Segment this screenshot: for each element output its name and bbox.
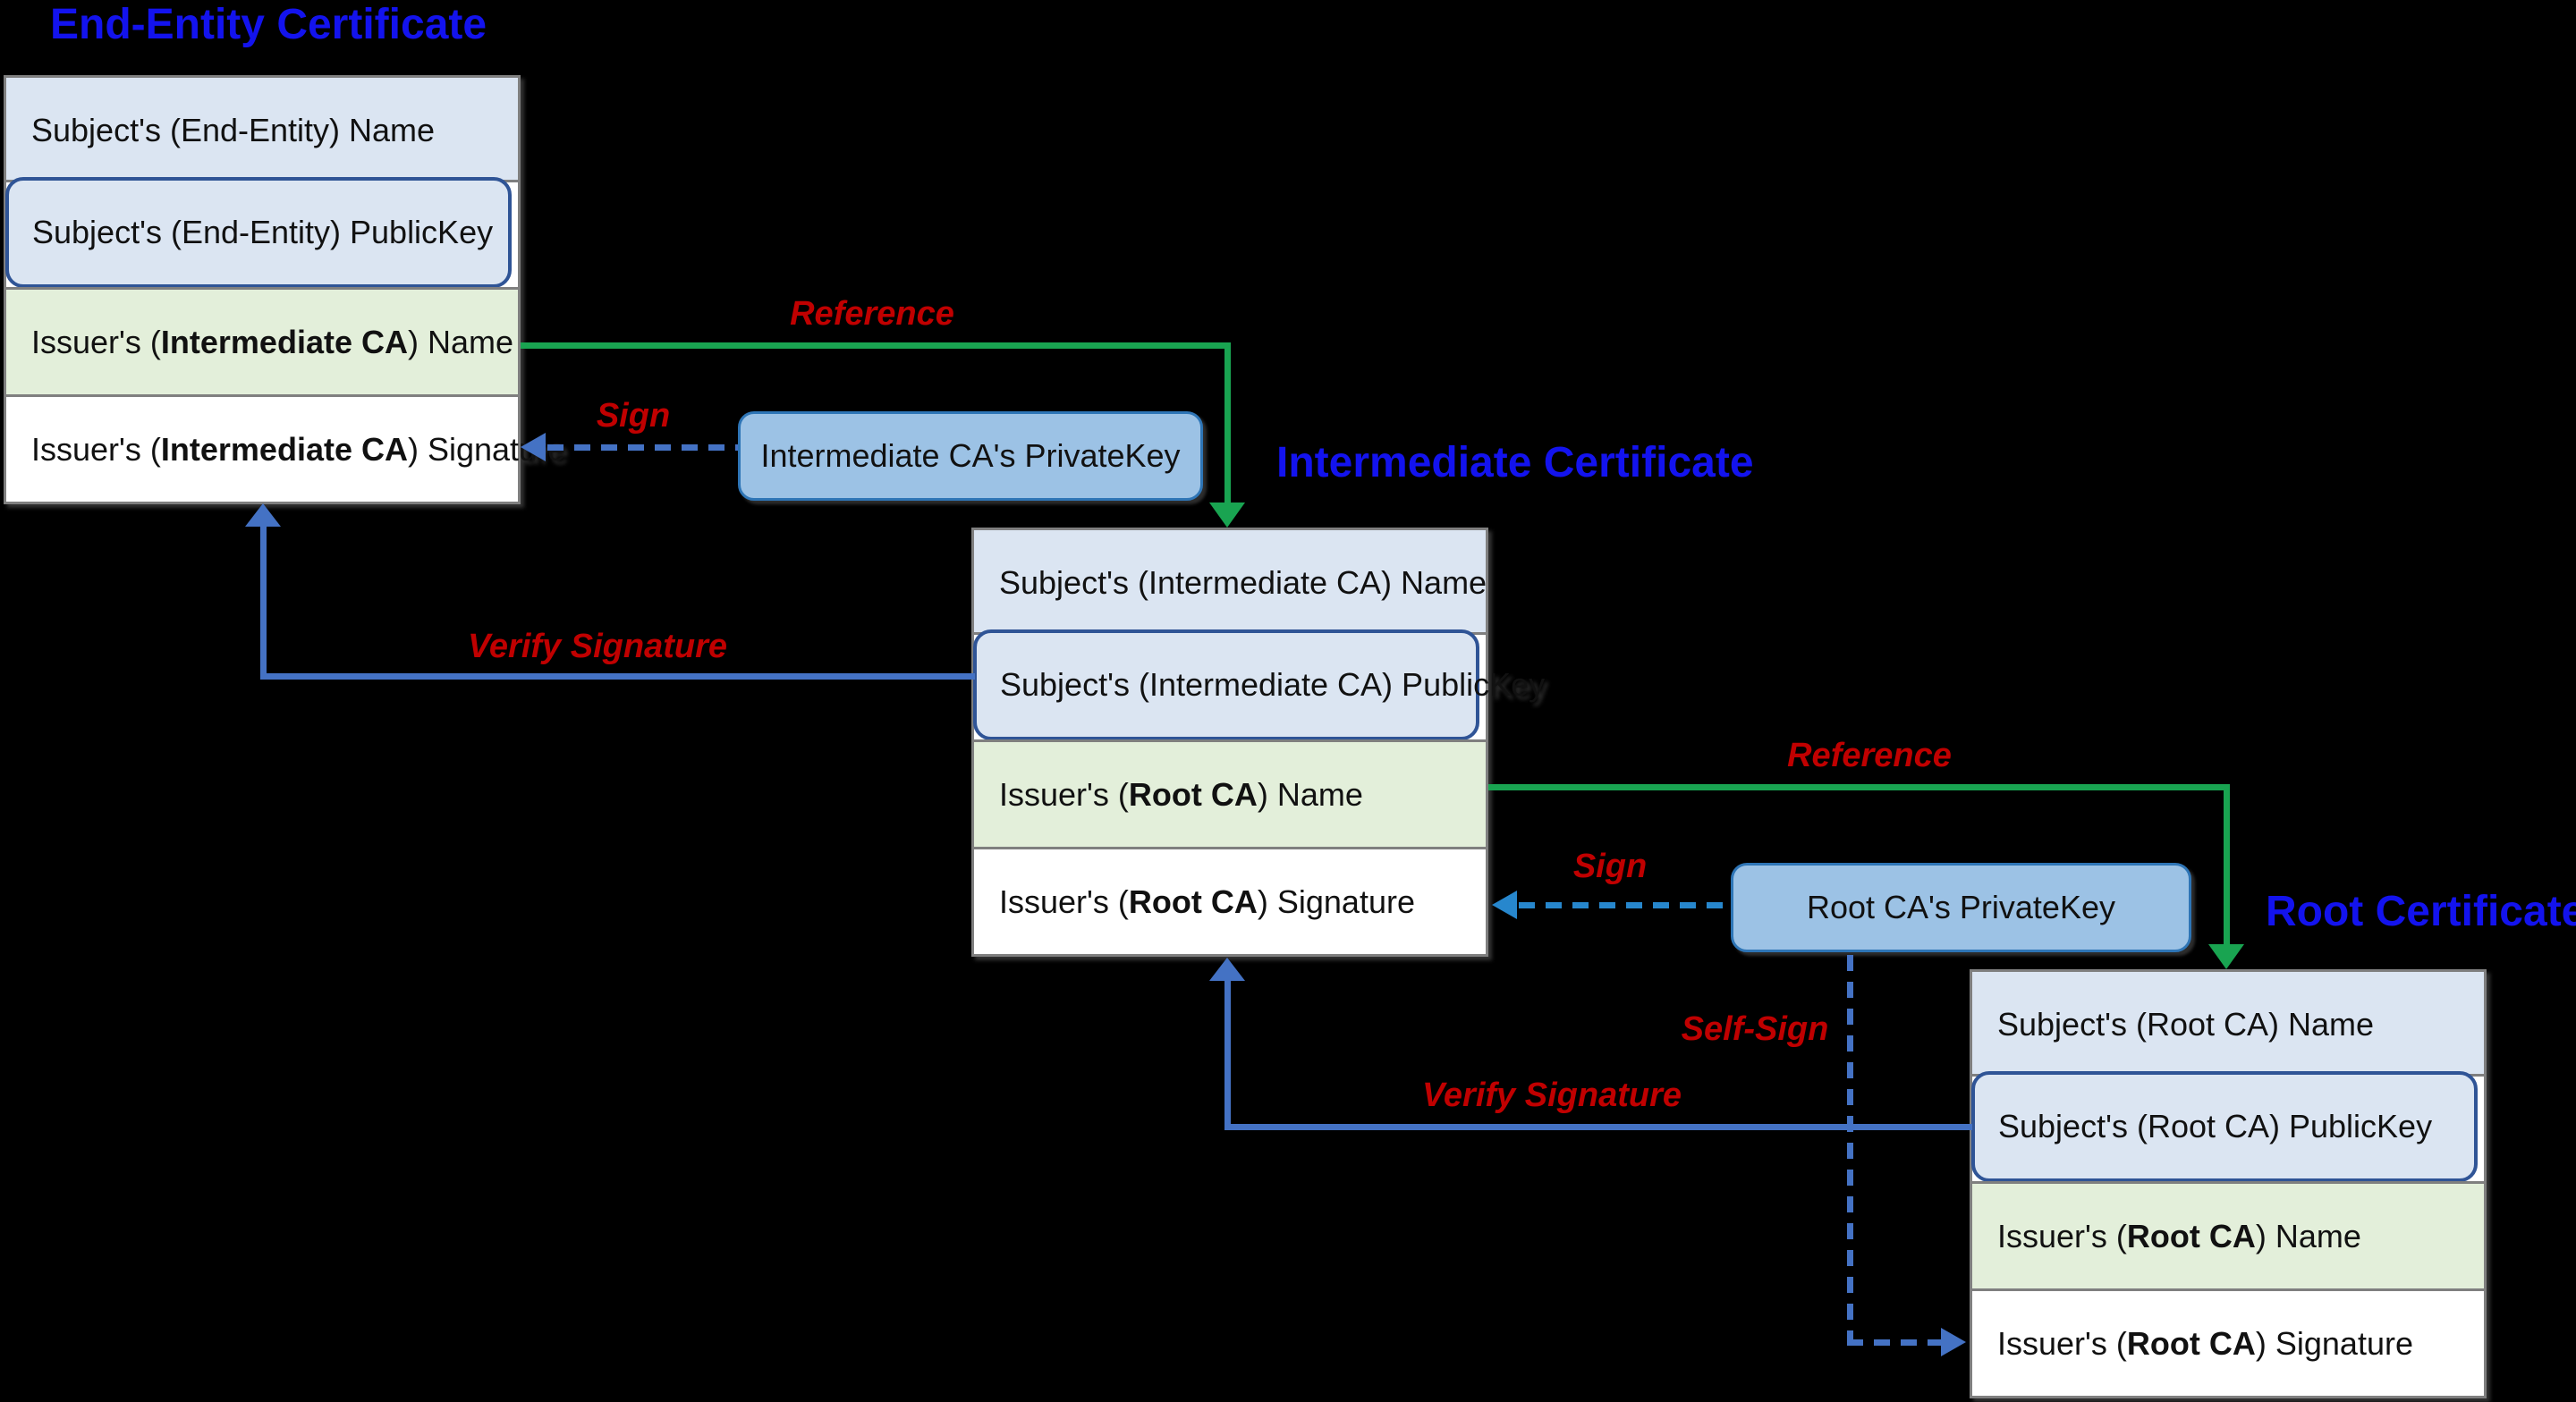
- int-subject-name-row: Subject's (Intermediate CA) Name: [971, 528, 1488, 638]
- intermediate-ca-privatekey-text: Intermediate CA's PrivateKey: [760, 437, 1181, 474]
- root-subject-name-text: Subject's (Root CA) Name: [1997, 1005, 2375, 1043]
- sign1-dashed-arrow: [547, 444, 738, 451]
- intermediate-certificate-box: Subject's (Intermediate CA) Name Subject…: [971, 528, 1545, 959]
- root-issuer-name-post: ) Name: [2255, 1217, 2361, 1254]
- ee-issuer-signature-pre: Issuer's (: [31, 430, 161, 468]
- verify2-label: Verify Signature: [1421, 1077, 1682, 1114]
- reference1-label: Reference: [790, 295, 954, 333]
- int-issuer-signature-row: Issuer's (Root CA) Signature: [971, 847, 1488, 957]
- reference1-arrowhead-icon: [1209, 503, 1245, 528]
- int-issuer-name-bold: Root CA: [1128, 775, 1258, 813]
- verify1-arrow-vertical: [260, 526, 267, 680]
- ee-issuer-name-pre: Issuer's (: [31, 323, 161, 360]
- ee-issuer-name-post: ) Name: [407, 323, 514, 360]
- end-entity-certificate-title: End-Entity Certificate: [50, 1, 487, 48]
- intermediate-certificate-title: Intermediate Certificate: [1276, 439, 1754, 486]
- sign1-arrowhead-icon: [521, 433, 546, 461]
- ee-issuer-signature-row: Issuer's (Intermediate CA) Signature: [4, 394, 565, 504]
- root-issuer-signature-bold: Root CA: [2126, 1324, 2256, 1362]
- verify1-label: Verify Signature: [467, 628, 728, 665]
- verify2-arrow-vertical: [1224, 980, 1231, 1130]
- verify1-arrowhead-icon: [245, 503, 281, 527]
- sign2-arrowhead-icon: [1492, 891, 1517, 919]
- root-issuer-signature-pre: Issuer's (: [1997, 1324, 2127, 1362]
- root-issuer-name-pre: Issuer's (: [1997, 1217, 2127, 1254]
- sign1-label: Sign: [596, 397, 671, 435]
- end-entity-certificate-box: Subject's (End-Entity) Name Subject's (E…: [4, 75, 565, 507]
- root-issuer-signature-post: ) Signature: [2255, 1324, 2413, 1362]
- reference2-arrow-horizontal: [1488, 784, 2230, 790]
- ee-subject-publickey-text: Subject's (End-Entity) PublicKey: [32, 214, 494, 250]
- self-sign-label: Self-Sign: [1681, 1010, 1829, 1048]
- reference2-label: Reference: [1787, 737, 1952, 774]
- int-subject-publickey-box: Subject's (Intermediate CA) PublicKey: [973, 629, 1545, 740]
- root-ca-privatekey-box: Root CA's PrivateKey: [1731, 863, 2191, 952]
- int-issuer-signature-pre: Issuer's (: [999, 883, 1129, 920]
- reference2-arrow-vertical: [2224, 784, 2230, 944]
- root-issuer-name-bold: Root CA: [2126, 1217, 2256, 1254]
- ee-subject-name-row: Subject's (End-Entity) Name: [4, 75, 521, 185]
- sign2-dashed-arrow: [1519, 902, 1731, 908]
- ee-issuer-name-bold: Intermediate CA: [160, 323, 408, 360]
- root-ca-privatekey-text: Root CA's PrivateKey: [1806, 889, 2115, 925]
- reference1-arrow-horizontal: [521, 342, 1231, 349]
- ee-issuer-name-row: Issuer's (Intermediate CA) Name: [4, 287, 521, 397]
- int-issuer-name-pre: Issuer's (: [999, 775, 1129, 813]
- reference1-arrow-vertical: [1224, 342, 1231, 503]
- root-certificate-title: Root Certificate: [2266, 888, 2576, 935]
- int-issuer-signature-post: ) Signature: [1257, 883, 1415, 920]
- int-subject-name-text: Subject's (Intermediate CA) Name: [999, 563, 1487, 601]
- self-sign-dashed-horizontal: [1847, 1339, 1941, 1346]
- int-issuer-name-post: ) Name: [1257, 775, 1363, 813]
- self-sign-arrowhead-icon: [1941, 1328, 1966, 1356]
- verify2-arrow-horizontal: [1227, 1124, 1972, 1130]
- int-issuer-name-row: Issuer's (Root CA) Name: [971, 739, 1488, 849]
- ee-subject-name-text: Subject's (End-Entity) Name: [31, 111, 436, 148]
- root-issuer-name-row: Issuer's (Root CA) Name: [1970, 1181, 2487, 1291]
- intermediate-ca-privatekey-box: Intermediate CA's PrivateKey: [738, 411, 1203, 501]
- sign2-label: Sign: [1572, 848, 1648, 885]
- root-issuer-signature-row: Issuer's (Root CA) Signature: [1970, 1288, 2487, 1398]
- verify2-arrowhead-icon: [1209, 958, 1245, 981]
- ee-subject-publickey-box: Subject's (End-Entity) PublicKey: [5, 177, 512, 288]
- root-subject-publickey-box: Subject's (Root CA) PublicKey: [1971, 1071, 2478, 1182]
- root-subject-name-row: Subject's (Root CA) Name: [1970, 969, 2487, 1079]
- verify1-arrow-horizontal: [263, 673, 975, 680]
- ee-issuer-signature-bold: Intermediate CA: [160, 430, 408, 468]
- root-certificate-box: Subject's (Root CA) Name Subject's (Root…: [1970, 969, 2487, 1401]
- int-subject-publickey-text: Subject's (Intermediate CA) PublicKey: [1000, 666, 1546, 703]
- self-sign-dashed-vertical: [1847, 955, 1853, 1342]
- root-subject-publickey-text: Subject's (Root CA) PublicKey: [1998, 1108, 2433, 1144]
- reference2-arrowhead-icon: [2208, 944, 2244, 969]
- int-issuer-signature-bold: Root CA: [1128, 883, 1258, 920]
